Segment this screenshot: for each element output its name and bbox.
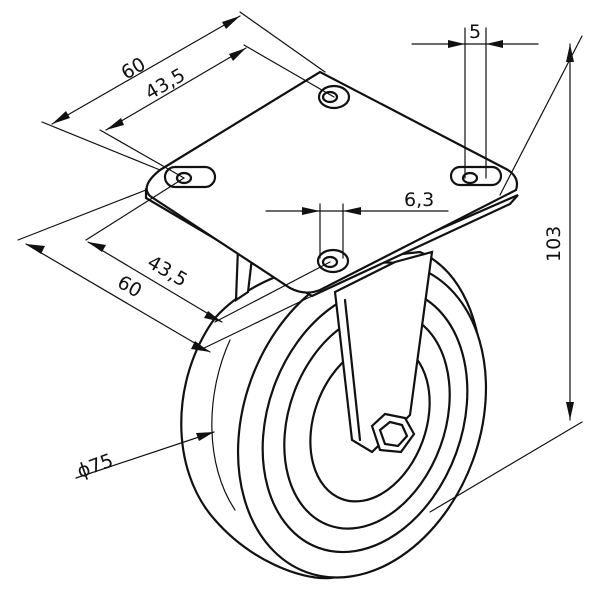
slot-left xyxy=(163,165,217,189)
mounting-plate xyxy=(144,70,519,298)
dim-plate-hole-spacing-width: 43,5 xyxy=(144,251,192,291)
tire-seam xyxy=(211,339,236,511)
hole-front xyxy=(316,248,350,274)
axle-nut xyxy=(370,412,416,454)
fork-bracket xyxy=(234,245,434,454)
dim-plate-length: 60 xyxy=(118,53,150,84)
dim-wheel-diameter: ϕ75 xyxy=(74,449,116,482)
dimension-lines xyxy=(17,11,583,513)
fork-leg-front xyxy=(333,250,434,454)
dim-plate-hole-spacing-length: 43,5 xyxy=(142,64,190,104)
plate-top xyxy=(145,70,519,294)
dim-slot-width: 5 xyxy=(469,21,481,43)
dim-overall-height: 103 xyxy=(543,226,565,262)
dim-hole-diameter: 6,3 xyxy=(404,189,434,211)
slot-right xyxy=(449,165,503,187)
